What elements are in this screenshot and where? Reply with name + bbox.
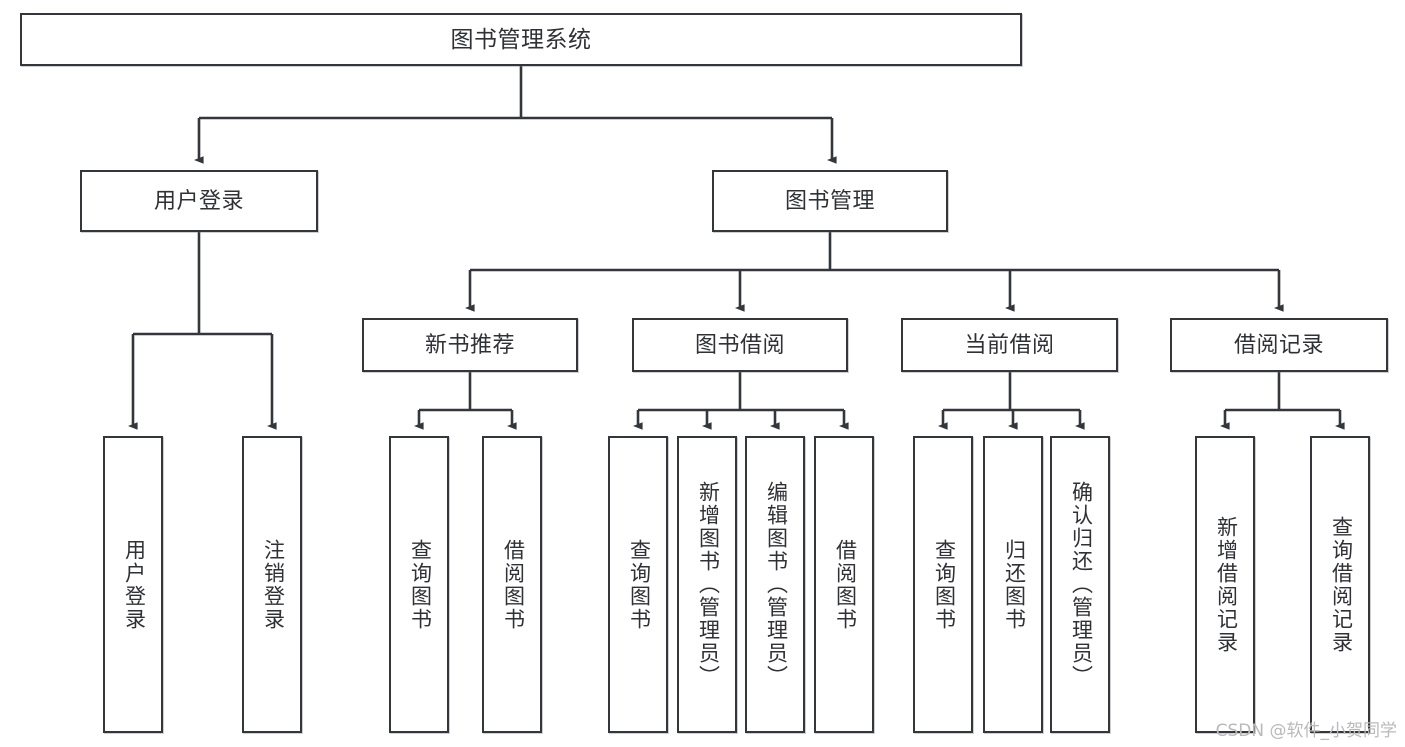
leaf-node-edit-book-admin[interactable]: 编辑图书（管理员）: [745, 436, 805, 733]
node-label: 查询图书: [932, 538, 956, 631]
node-label: 注销登录: [261, 538, 285, 631]
node-user-login[interactable]: 用户登录: [80, 170, 318, 232]
node-label: 编辑图书（管理员）: [764, 481, 788, 688]
node-label: 借阅图书: [501, 538, 525, 631]
leaf-node-query-book-borrowing[interactable]: 查询图书: [608, 436, 668, 733]
leaf-node-user-logout[interactable]: 注销登录: [242, 436, 302, 733]
node-label: 查询借阅记录: [1329, 515, 1353, 654]
leaf-node-user-login[interactable]: 用户登录: [103, 436, 163, 733]
node-label: 当前借阅: [964, 331, 1055, 357]
leaf-node-borrow-book-recommendation[interactable]: 借阅图书: [482, 436, 542, 733]
node-label: 图书管理: [784, 187, 875, 213]
node-label: 归还图书: [1002, 538, 1026, 631]
leaf-node-query-book-recommendation[interactable]: 查询图书: [389, 436, 449, 733]
node-current-borrowing[interactable]: 当前借阅: [901, 318, 1118, 372]
node-label: 图书管理系统: [450, 25, 592, 52]
watermark-text: CSDN @软件_小贺同学: [1215, 721, 1397, 741]
node-label: 确认归还（管理员）: [1069, 481, 1093, 688]
node-label: 用户登录: [122, 538, 146, 631]
node-label: 新增图书（管理员）: [696, 481, 720, 688]
node-new-book-recommendation[interactable]: 新书推荐: [362, 318, 578, 372]
leaf-node-borrow-book-borrowing[interactable]: 借阅图书: [814, 436, 874, 733]
node-label: 新书推荐: [424, 331, 515, 357]
node-label: 新增借阅记录: [1214, 515, 1238, 654]
node-label: 查询图书: [408, 538, 432, 631]
node-label: 借阅记录: [1233, 331, 1324, 357]
node-label: 用户登录: [153, 187, 244, 213]
node-book-borrowing[interactable]: 图书借阅: [632, 318, 848, 372]
leaf-node-query-book-current[interactable]: 查询图书: [913, 436, 973, 733]
leaf-node-confirm-return-admin[interactable]: 确认归还（管理员）: [1050, 436, 1110, 733]
node-label: 借阅图书: [833, 538, 857, 631]
node-borrowing-records[interactable]: 借阅记录: [1170, 318, 1388, 372]
leaf-node-add-borrowing-record[interactable]: 新增借阅记录: [1195, 436, 1255, 733]
node-label: 查询图书: [627, 538, 651, 631]
node-root-book-management-system[interactable]: 图书管理系统: [20, 13, 1022, 66]
node-book-management[interactable]: 图书管理: [712, 170, 948, 232]
leaf-node-add-book-admin[interactable]: 新增图书（管理员）: [677, 436, 737, 733]
leaf-node-return-book[interactable]: 归还图书: [983, 436, 1043, 733]
node-label: 图书借阅: [694, 331, 785, 357]
leaf-node-query-borrowing-record[interactable]: 查询借阅记录: [1310, 436, 1370, 733]
